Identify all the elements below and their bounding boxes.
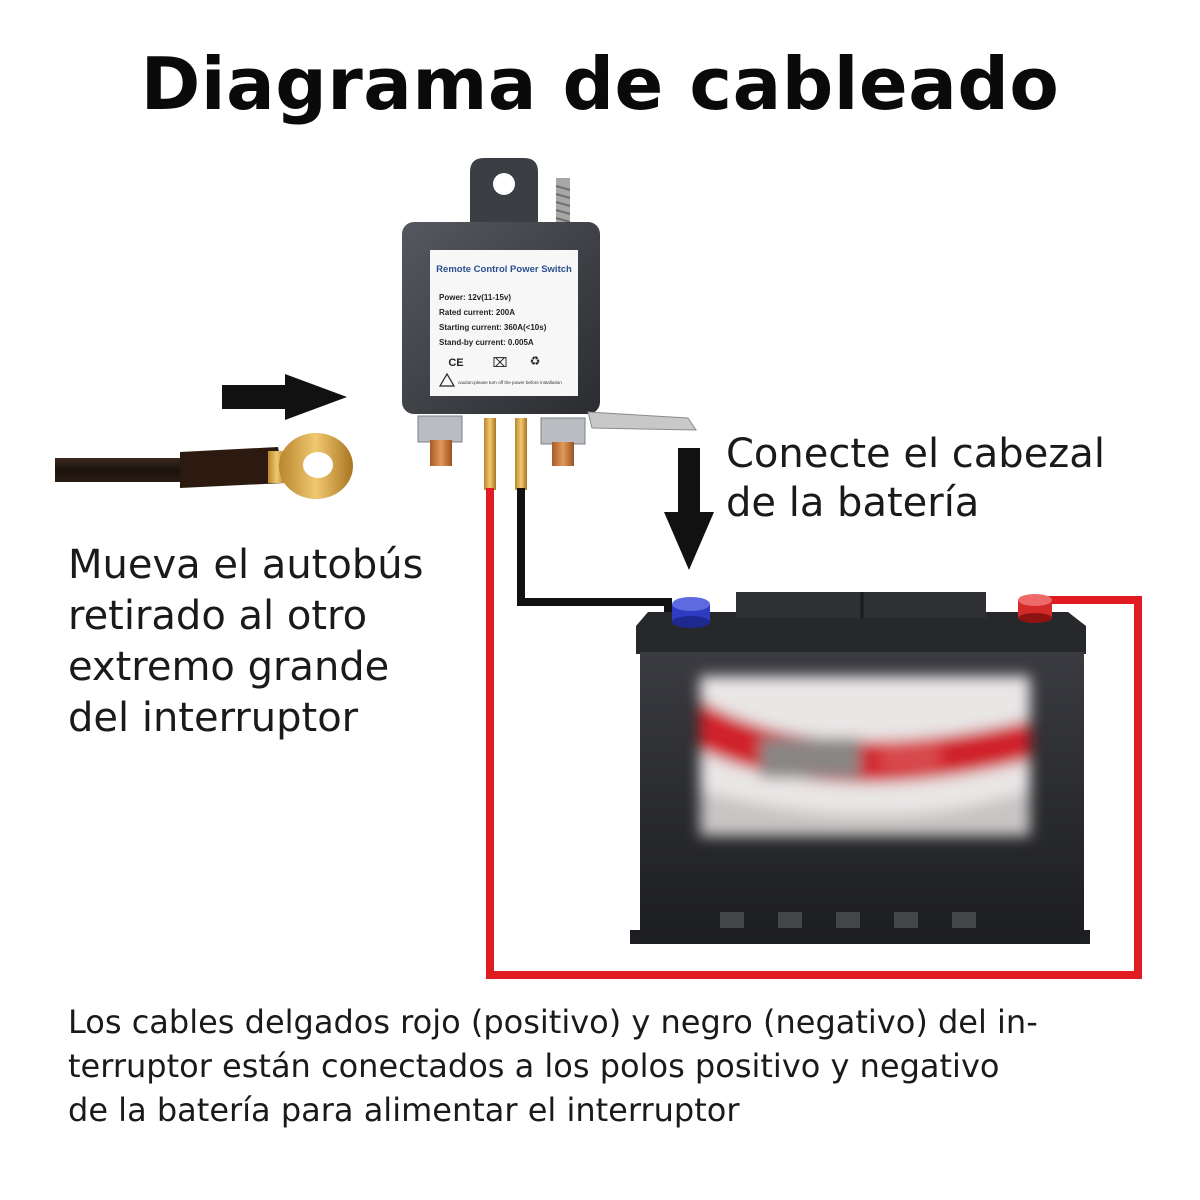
note-line: terruptor están conectados a los polos p… [68,1047,1000,1085]
positive-terminal [1018,594,1052,623]
negative-terminal [672,597,710,628]
instruction-connect-battery: Conecte el cabezal de la batería [726,430,1105,528]
sticker-spec: Stand-by current: 0.005A [439,338,534,347]
recycle-icon: ♻ [530,354,541,368]
sticker-spec: Starting current: 360A(<10s) [439,323,547,332]
note-line: de la batería para alimentar el interrup… [68,1091,740,1129]
cable-with-ring-terminal [55,433,353,499]
instruction-move-cable: Mueva el autobús retirado al otro extrem… [68,540,423,744]
right-arrow-icon [222,374,347,420]
battery [630,592,1090,944]
sticker-heading: Remote Control Power Switch [436,264,572,275]
note-line: Conecte el cabezal [726,431,1105,477]
page-title: Diagrama de cableado [140,42,1060,126]
sticker-spec: Power: 12v(11-15v) [439,293,511,302]
power-switch [402,158,697,490]
sticker-caution: caution:please turn off the power before… [458,380,562,385]
switch-sticker: Remote Control Power Switch Power: 12v(1… [436,264,572,387]
warning-icon [438,372,456,387]
note-line: de la batería [726,480,980,526]
note-line: del interruptor [68,695,359,741]
instruction-thin-wires: Los cables delgados rojo (positivo) y ne… [68,1000,1038,1132]
note-line: Los cables delgados rojo (positivo) y ne… [68,1003,1038,1041]
note-line: extremo grande [68,644,390,690]
down-arrow-icon [664,448,714,570]
note-line: Mueva el autobús [68,542,424,588]
ce-mark-icon: CE [448,357,463,369]
note-line: retirado al otro [68,593,368,639]
positive-wire [486,488,1142,979]
weee-bin-icon: ⌧ [493,355,508,370]
sticker-spec: Rated current: 200A [439,308,515,317]
negative-wire [517,488,672,614]
battery-label [700,676,1030,836]
